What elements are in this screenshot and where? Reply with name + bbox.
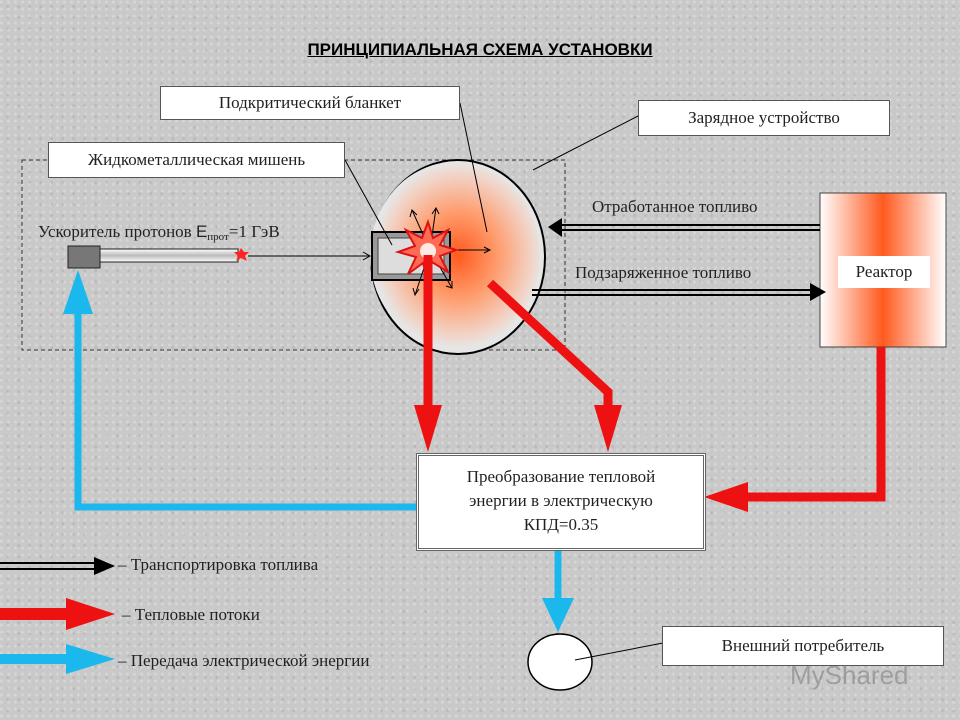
heat-flow-blanket — [486, 279, 622, 452]
converter-line-1: Преобразование тепловой — [466, 467, 656, 486]
core-glow — [370, 162, 540, 348]
target-label-box: Жидкометаллическая мишень — [48, 142, 345, 178]
legend-heat-label: – Тепловые потоки — [122, 605, 260, 624]
reactor-label: Реактор — [855, 262, 913, 281]
target-label: Жидкометаллическая мишень — [87, 150, 306, 169]
heat-flow-target — [414, 255, 442, 452]
legend-electric-label: – Передача электрической энергии — [118, 651, 370, 670]
legend-fuel-symbol — [0, 557, 115, 575]
converter-line-2: энергии в электрическую — [469, 491, 653, 510]
watermark: MyShared — [790, 660, 909, 690]
external-consumer — [527, 633, 593, 691]
converter-line-3: КПД=0.35 — [523, 515, 599, 534]
recharged-fuel-arrow — [532, 283, 826, 301]
consumer-label: Внешний потребитель — [721, 636, 885, 655]
blanket-label: Подкритический бланкет — [218, 93, 402, 112]
accelerator-tube — [99, 248, 239, 263]
consumer-label-box: Внешний потребитель — [662, 626, 944, 666]
legend-heat-symbol — [0, 598, 115, 630]
spent-fuel-label: Отработанное топливо — [592, 197, 758, 216]
installation-boundary — [21, 159, 566, 351]
callout-lines — [344, 102, 664, 661]
accelerator-label: Ускоритель протонов Eпрот=1 ГэВ — [38, 222, 280, 243]
recharged-fuel-label: Подзаряженное топливо — [575, 263, 752, 282]
accelerator-head — [67, 245, 101, 269]
charger-label: Зарядное устройство — [688, 108, 840, 127]
blanket-label-box: Подкритический бланкет — [160, 86, 460, 120]
converter-box: Преобразование тепловой энергии в электр… — [416, 453, 706, 551]
page-title: ПРИНЦИПИАЛЬНАЯ СХЕМА УСТАНОВКИ — [307, 40, 653, 59]
charger-label-box: Зарядное устройство — [638, 100, 890, 136]
legend-fuel-label: – Транспортировка топлива — [118, 555, 319, 574]
spent-fuel-arrow — [548, 218, 820, 237]
electric-to-accelerator — [63, 270, 416, 511]
electric-to-consumer — [542, 551, 574, 632]
proton-spark — [234, 248, 249, 261]
reactor-label-box: Реактор — [838, 256, 930, 288]
heat-flow-reactor — [704, 347, 886, 512]
legend-electric-symbol — [0, 644, 115, 674]
